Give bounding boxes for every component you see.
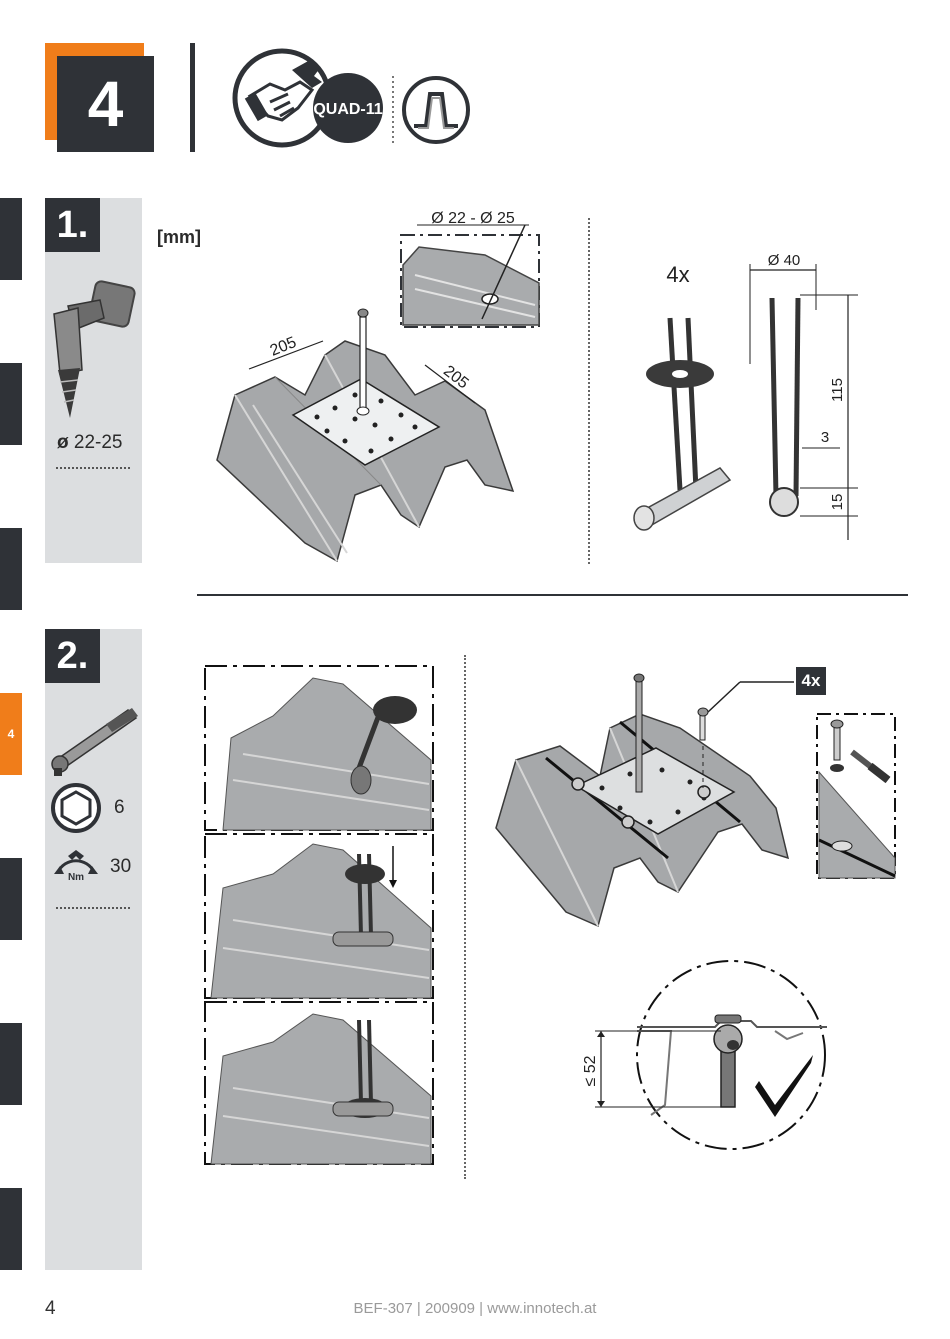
step-number-badge: 4 [57, 56, 154, 152]
trapezoid-profile-icon [402, 76, 470, 144]
torque-value-label: 30 [110, 856, 132, 877]
step1-deck-illustration: Ø 22 - Ø 25 205 205 [216, 210, 540, 563]
plate-mounting-illustration [495, 673, 896, 928]
socket-size-label: 6 [114, 797, 125, 818]
hook-height-dimension: 115 [829, 378, 846, 402]
hook-anchor-3d [633, 317, 732, 531]
height-check-illustration: ≤ 52 [582, 960, 827, 1150]
section-tab-1[interactable] [0, 198, 22, 280]
hex-socket-icon [51, 783, 101, 833]
step2-number: 2. [45, 629, 100, 683]
page-number: 4 [45, 1298, 56, 1319]
section-tab-label: 4 [7, 727, 15, 741]
header-icons: QUAD-11 [232, 48, 470, 148]
unit-label: [mm] [157, 227, 201, 247]
hole-detail-inset: Ø 22 - Ø 25 [400, 210, 540, 328]
notes-dotted-line [56, 467, 130, 469]
plate-dimension-a: 205 [268, 334, 299, 360]
torque-unit-label: Nm [68, 872, 84, 883]
step1-number: 1. [45, 198, 100, 252]
hook-base-dimension: 15 [829, 494, 846, 511]
screw-detail-inset [816, 713, 896, 879]
washer-diameter-dimension: Ø 40 [768, 252, 801, 269]
torque-wrench-icon [51, 708, 138, 776]
quad-11-badge: QUAD-11 [313, 73, 383, 143]
notes-dotted-line-2 [56, 907, 130, 909]
section-tab-5[interactable] [0, 858, 22, 940]
section-tab-4-active[interactable]: 4 [0, 693, 22, 775]
quad-11-label: QUAD-11 [313, 101, 382, 118]
insertion-frame-1 [204, 665, 434, 831]
step1-column-separator [588, 218, 590, 564]
hook-gap-dimension: 3 [821, 429, 829, 446]
anchor-insertion-sequence [204, 665, 434, 1165]
checkmark-icon [755, 1055, 813, 1117]
document-info: BEF-307 | 200909 | www.innotech.at [353, 1300, 597, 1317]
torque-icon: Nm [54, 850, 98, 883]
insertion-frame-3 [204, 1001, 434, 1165]
step2-column-separator [464, 655, 466, 1179]
drill-diameter-label: 22-25 [73, 432, 123, 453]
step-drill-icon [53, 280, 136, 418]
section-tab-6[interactable] [0, 1023, 22, 1105]
header-divider [190, 43, 195, 152]
hole-diameter-dimension: Ø 22 - Ø 25 [431, 210, 515, 227]
hook-anchor-illustration: 4x Ø 40 115 3 15 [633, 252, 858, 540]
diameter-icon: ø [57, 432, 69, 453]
insertion-frame-2 [204, 833, 434, 999]
hook-anchor-dimension-drawing: Ø 40 115 3 15 [749, 252, 858, 540]
section-divider [197, 594, 908, 596]
section-tab-7[interactable] [0, 1188, 22, 1270]
anchor-quantity-label: 4x [666, 262, 689, 287]
section-tab-3[interactable] [0, 528, 22, 610]
height-limit-dimension: ≤ 52 [582, 1055, 599, 1086]
section-tab-2[interactable] [0, 363, 22, 445]
screw-quantity-badge: 4x [796, 667, 826, 695]
